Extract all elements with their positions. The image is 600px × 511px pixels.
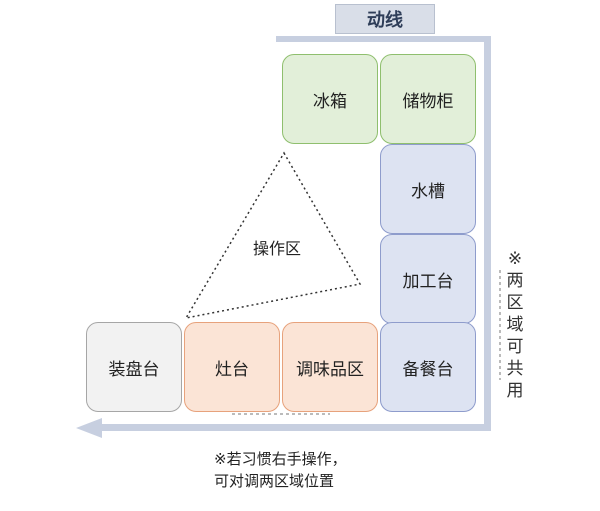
note-right-char: 共 — [506, 359, 524, 379]
note-bottom: ※若习惯右手操作， 可对调两区域位置 — [214, 448, 347, 492]
triangle-label: 操作区 — [253, 239, 302, 258]
box-storage: 储物柜 — [380, 54, 476, 144]
note-right-char: 两 — [506, 271, 524, 291]
note-right-char: ※ — [507, 249, 523, 269]
box-seasoning: 调味品区 — [282, 322, 378, 412]
note-right: ※ 两 区 域 可 共 用 — [500, 248, 530, 402]
flow-title: 动线 — [335, 4, 435, 34]
note-right-char: 可 — [506, 337, 524, 357]
note-right-char: 域 — [506, 315, 524, 335]
box-serving-prep: 备餐台 — [380, 322, 476, 412]
flow-arrow-left-icon — [76, 418, 102, 438]
box-fridge: 冰箱 — [282, 54, 378, 144]
flow-line-right — [484, 36, 491, 428]
box-plating: 装盘台 — [86, 322, 182, 412]
work-triangle — [184, 151, 362, 320]
note-right-char: 用 — [506, 381, 524, 401]
note-right-char: 区 — [506, 293, 524, 313]
flow-line-top — [276, 36, 491, 42]
box-sink: 水槽 — [380, 144, 476, 234]
box-prep: 加工台 — [380, 234, 476, 324]
note-bottom-line1: ※若习惯右手操作， — [214, 450, 347, 468]
note-bottom-line2: 可对调两区域位置 — [214, 472, 335, 490]
box-stove: 灶台 — [184, 322, 280, 412]
flow-line-bottom — [100, 424, 491, 431]
